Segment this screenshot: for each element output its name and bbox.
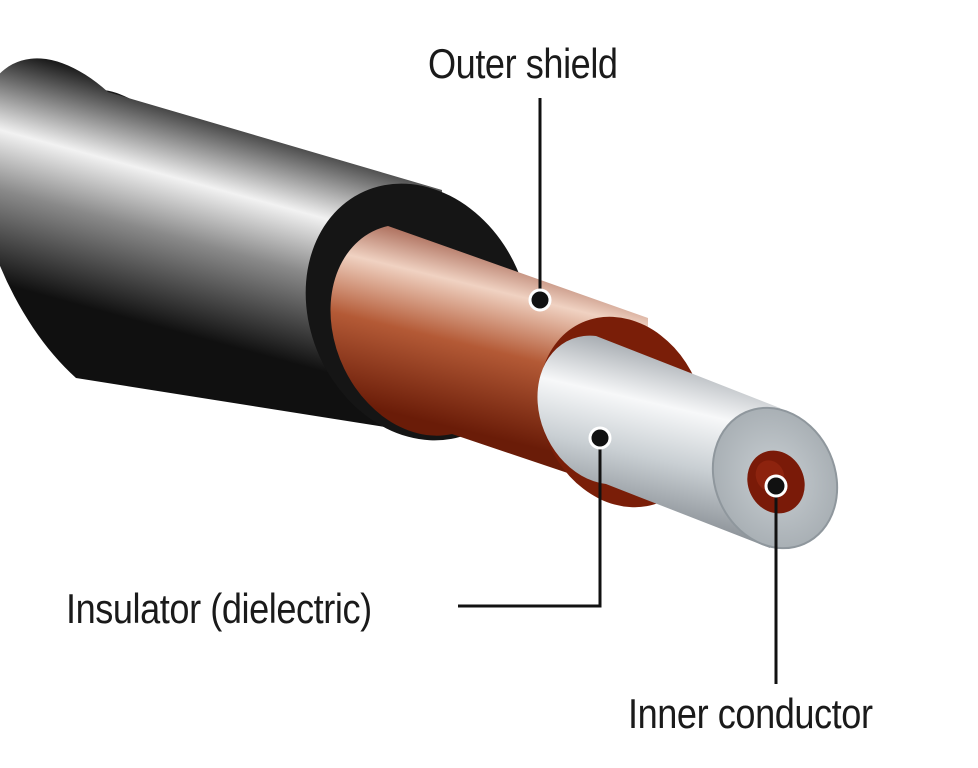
insulator-marker-dot: [588, 426, 612, 450]
outer-shield-marker-dot: [528, 288, 552, 312]
outer-shield-label: Outer shield: [428, 40, 618, 87]
inner-conductor-marker-dot: [764, 474, 788, 498]
insulator-label: Insulator (dielectric): [66, 585, 372, 632]
leader-insulator: [458, 440, 602, 608]
insulator-face-edge: [711, 406, 839, 550]
insulator-group: [537, 335, 839, 550]
inner-conductor-label: Inner conductor: [628, 690, 873, 737]
